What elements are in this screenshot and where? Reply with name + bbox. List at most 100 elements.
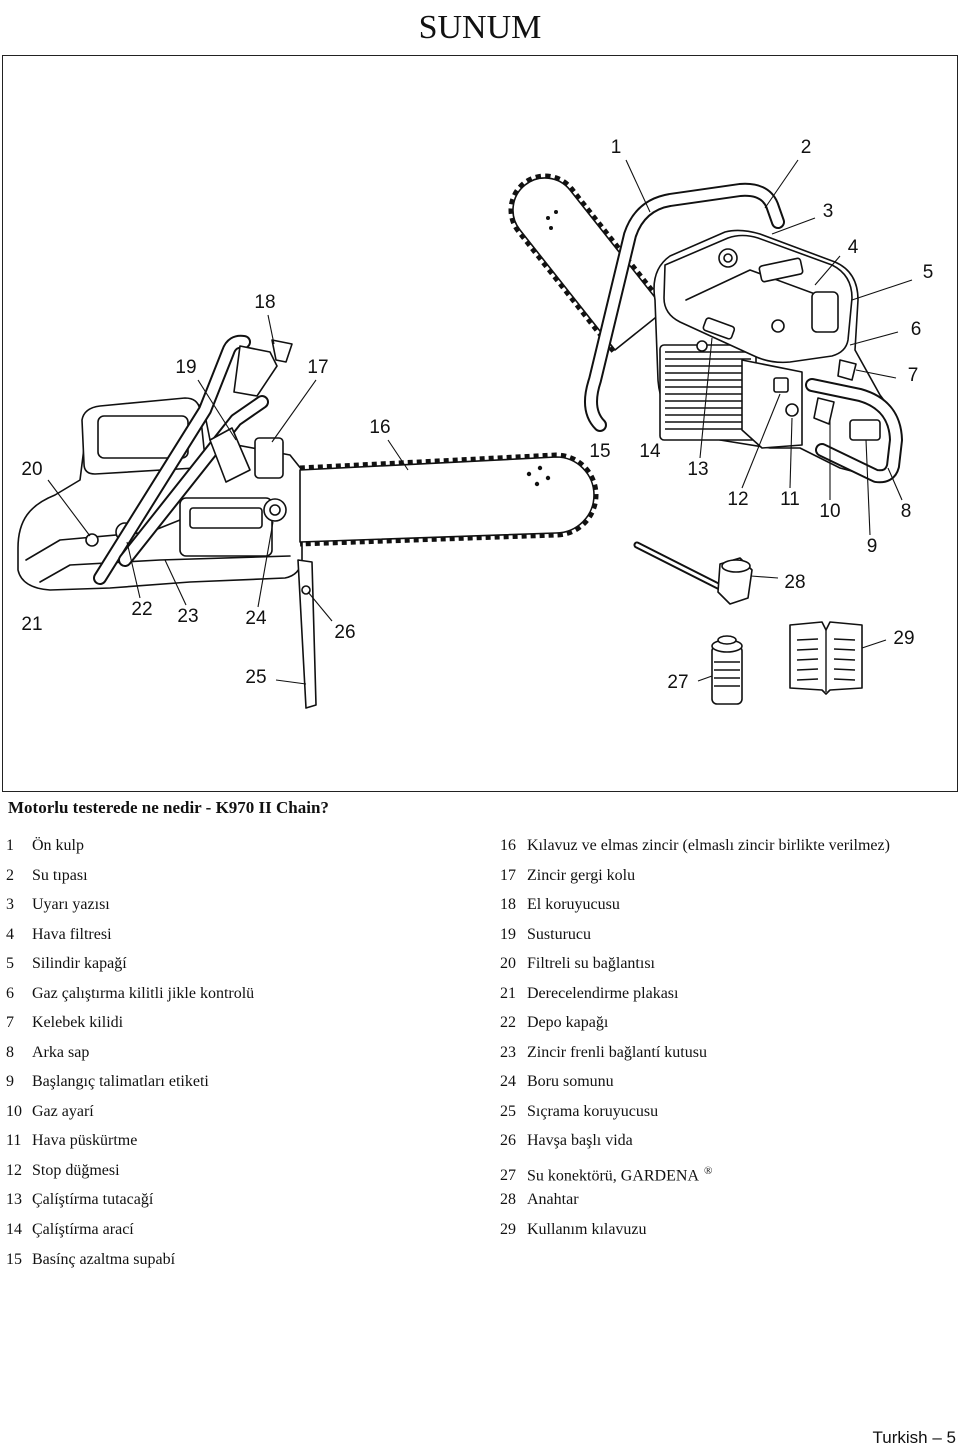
part-number: 14 — [6, 1221, 22, 1238]
hand-guard-lever — [271, 339, 293, 363]
throttle-trigger — [813, 397, 835, 425]
leader-line-24 — [257, 521, 274, 608]
callout-26: 26 — [334, 622, 356, 643]
nose-rivet — [549, 226, 553, 230]
starting-instructions-label — [849, 419, 881, 441]
leader-line-23 — [164, 559, 187, 606]
part-number: 11 — [6, 1132, 22, 1149]
nose-rivet — [546, 216, 550, 220]
water-connector — [85, 533, 99, 547]
chainsaw-illustration — [17, 159, 913, 709]
body-edge — [25, 519, 181, 561]
callout-22: 22 — [131, 599, 153, 620]
part-number: 8 — [6, 1044, 14, 1061]
callout-25: 25 — [245, 667, 267, 688]
splash-guard — [297, 559, 317, 709]
leader-line-4 — [814, 255, 841, 286]
leader-line-3 — [771, 217, 816, 235]
callout-11: 11 — [780, 489, 800, 510]
rating-plate — [189, 507, 263, 529]
leader-line-5 — [851, 279, 913, 301]
callout-9: 9 — [866, 536, 878, 557]
book-text-lines — [796, 638, 856, 681]
part-name: Arka sap — [32, 1044, 90, 1061]
part-number: 25 — [500, 1103, 516, 1120]
part-number: 3 — [6, 896, 14, 913]
part-number: 21 — [500, 985, 516, 1002]
part-number: 29 — [500, 1221, 516, 1238]
part-name: Kılavuz ve elmas zincir (elmaslı zincir … — [527, 837, 890, 854]
part-number: 26 — [500, 1132, 516, 1149]
part-number: 6 — [6, 985, 14, 1002]
callout-16: 16 — [369, 417, 391, 438]
callout-23: 23 — [177, 606, 199, 627]
part-row: 17 Zincir gergi kolu — [500, 866, 635, 886]
leader-lines — [47, 159, 913, 685]
callout-15: 15 — [589, 441, 611, 462]
leader-line-22 — [126, 541, 141, 599]
callout-6: 6 — [910, 319, 922, 340]
part-number: 7 — [6, 1014, 14, 1031]
callout-21: 21 — [21, 614, 43, 635]
part-number: 16 — [500, 837, 516, 854]
nose-rivet — [537, 465, 543, 471]
cooling-fins — [665, 351, 751, 430]
air-filter-knob — [811, 291, 839, 333]
leader-line-20 — [47, 479, 91, 537]
callout-7: 7 — [907, 365, 919, 386]
callout-19: 19 — [175, 357, 197, 378]
leader-line-1 — [625, 159, 651, 213]
part-name: Boru somunu — [527, 1073, 614, 1090]
decompression-valve — [696, 340, 708, 352]
callout-28: 28 — [784, 572, 806, 593]
part-name: Hava püskürtme — [32, 1132, 138, 1149]
callout-4: 4 — [847, 237, 859, 258]
leader-line-12 — [741, 393, 781, 489]
part-number: 10 — [6, 1103, 22, 1120]
part-number: 13 — [6, 1191, 22, 1208]
part-name: Susturucu — [527, 926, 591, 943]
registered-mark: ® — [704, 1165, 713, 1177]
page-footer: Turkish – 5 — [872, 1428, 956, 1447]
connector-ribs — [714, 661, 740, 687]
callout-8: 8 — [900, 501, 912, 522]
callout-1: 1 — [610, 137, 622, 158]
page-title: SUNUM — [418, 9, 542, 46]
leader-line-16 — [387, 439, 409, 471]
callout-29: 29 — [893, 628, 915, 649]
nose-rivet — [545, 475, 551, 481]
part-name: Zincir gergi kolu — [527, 867, 636, 884]
cover-ridge — [685, 269, 827, 301]
nose-rivet — [526, 471, 532, 477]
part-name: Havşa başlı vida — [527, 1132, 633, 1149]
part-number: 12 — [6, 1162, 22, 1179]
callout-18: 18 — [254, 292, 276, 313]
callout-13: 13 — [687, 459, 709, 480]
callout-2: 2 — [800, 137, 812, 158]
part-name: Gaz çalıştırma kilitli jikle kontrolü — [32, 985, 255, 1002]
callout-20: 20 — [21, 459, 43, 480]
part-number: 28 — [500, 1191, 516, 1208]
guide-bar — [299, 456, 595, 543]
leader-line-2 — [764, 159, 799, 209]
part-number: 22 — [500, 1014, 516, 1031]
part-number: 1 — [6, 837, 14, 854]
part-row: 6 Gaz çalıştırma kilitli jikle kontrolü — [6, 984, 254, 1004]
leader-line-25 — [275, 679, 307, 685]
callout-24: 24 — [245, 608, 267, 629]
part-number: 17 — [500, 867, 516, 884]
callout-3: 3 — [822, 201, 834, 222]
warning-decal — [758, 257, 804, 283]
